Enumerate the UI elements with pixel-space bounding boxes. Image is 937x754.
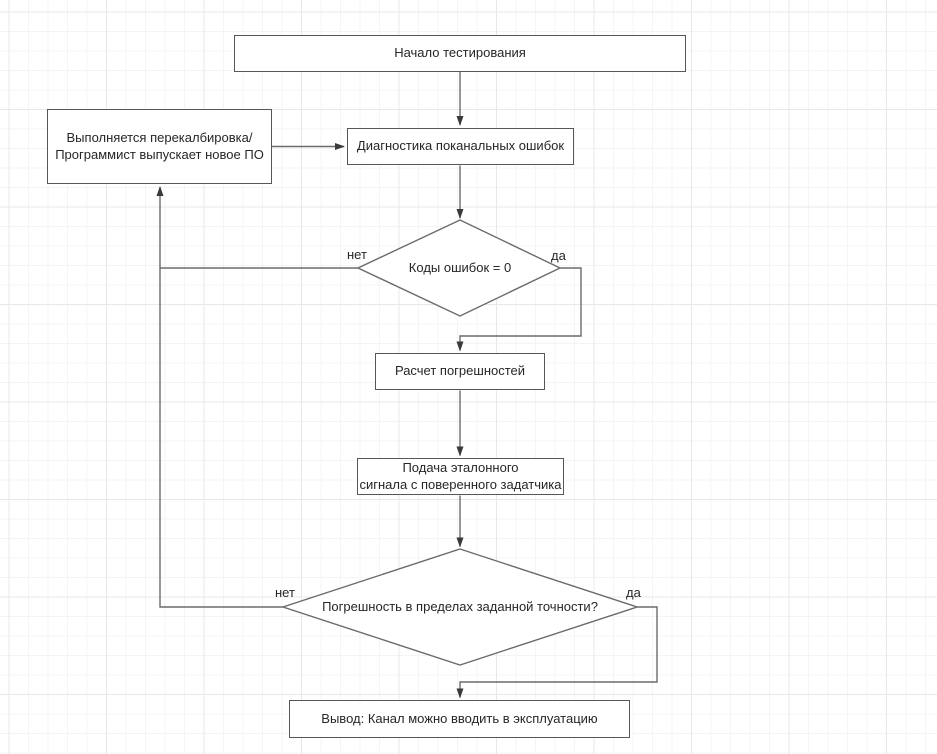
node-diagnostics: Диагностика поканальных ошибок bbox=[347, 128, 574, 165]
node-recalibration: Выполняется перекалбировка/ Программист … bbox=[47, 109, 272, 184]
edge-codes-no-to-recalibration bbox=[156, 186, 358, 269]
decision-error-codes-shape bbox=[356, 219, 562, 317]
edge-accuracy-no-rail bbox=[159, 268, 283, 608]
node-diagnostics-label: Диагностика поканальных ошибок bbox=[356, 138, 565, 154]
node-error-calc: Расчет погрешностей bbox=[375, 353, 545, 390]
node-conclusion-label: Вывод: Канал можно вводить в эксплуатаци… bbox=[321, 710, 598, 726]
node-start: Начало тестирования bbox=[234, 35, 686, 72]
node-recalibration-label: Выполняется перекалбировка/ Программист … bbox=[55, 129, 264, 162]
edge-codes-yes-to-calc bbox=[456, 267, 582, 352]
node-error-calc-label: Расчет погрешностей bbox=[394, 363, 526, 379]
node-reference-signal: Подача эталонного сигнала с поверенного … bbox=[357, 458, 564, 495]
node-reference-signal-label: Подача эталонного сигнала с поверенного … bbox=[359, 459, 562, 492]
node-start-label: Начало тестирования bbox=[394, 45, 526, 61]
edge-accuracy-yes-to-conclusion bbox=[456, 606, 658, 699]
decision-accuracy-shape bbox=[280, 548, 640, 666]
node-conclusion: Вывод: Канал можно вводить в эксплуатаци… bbox=[289, 700, 630, 738]
